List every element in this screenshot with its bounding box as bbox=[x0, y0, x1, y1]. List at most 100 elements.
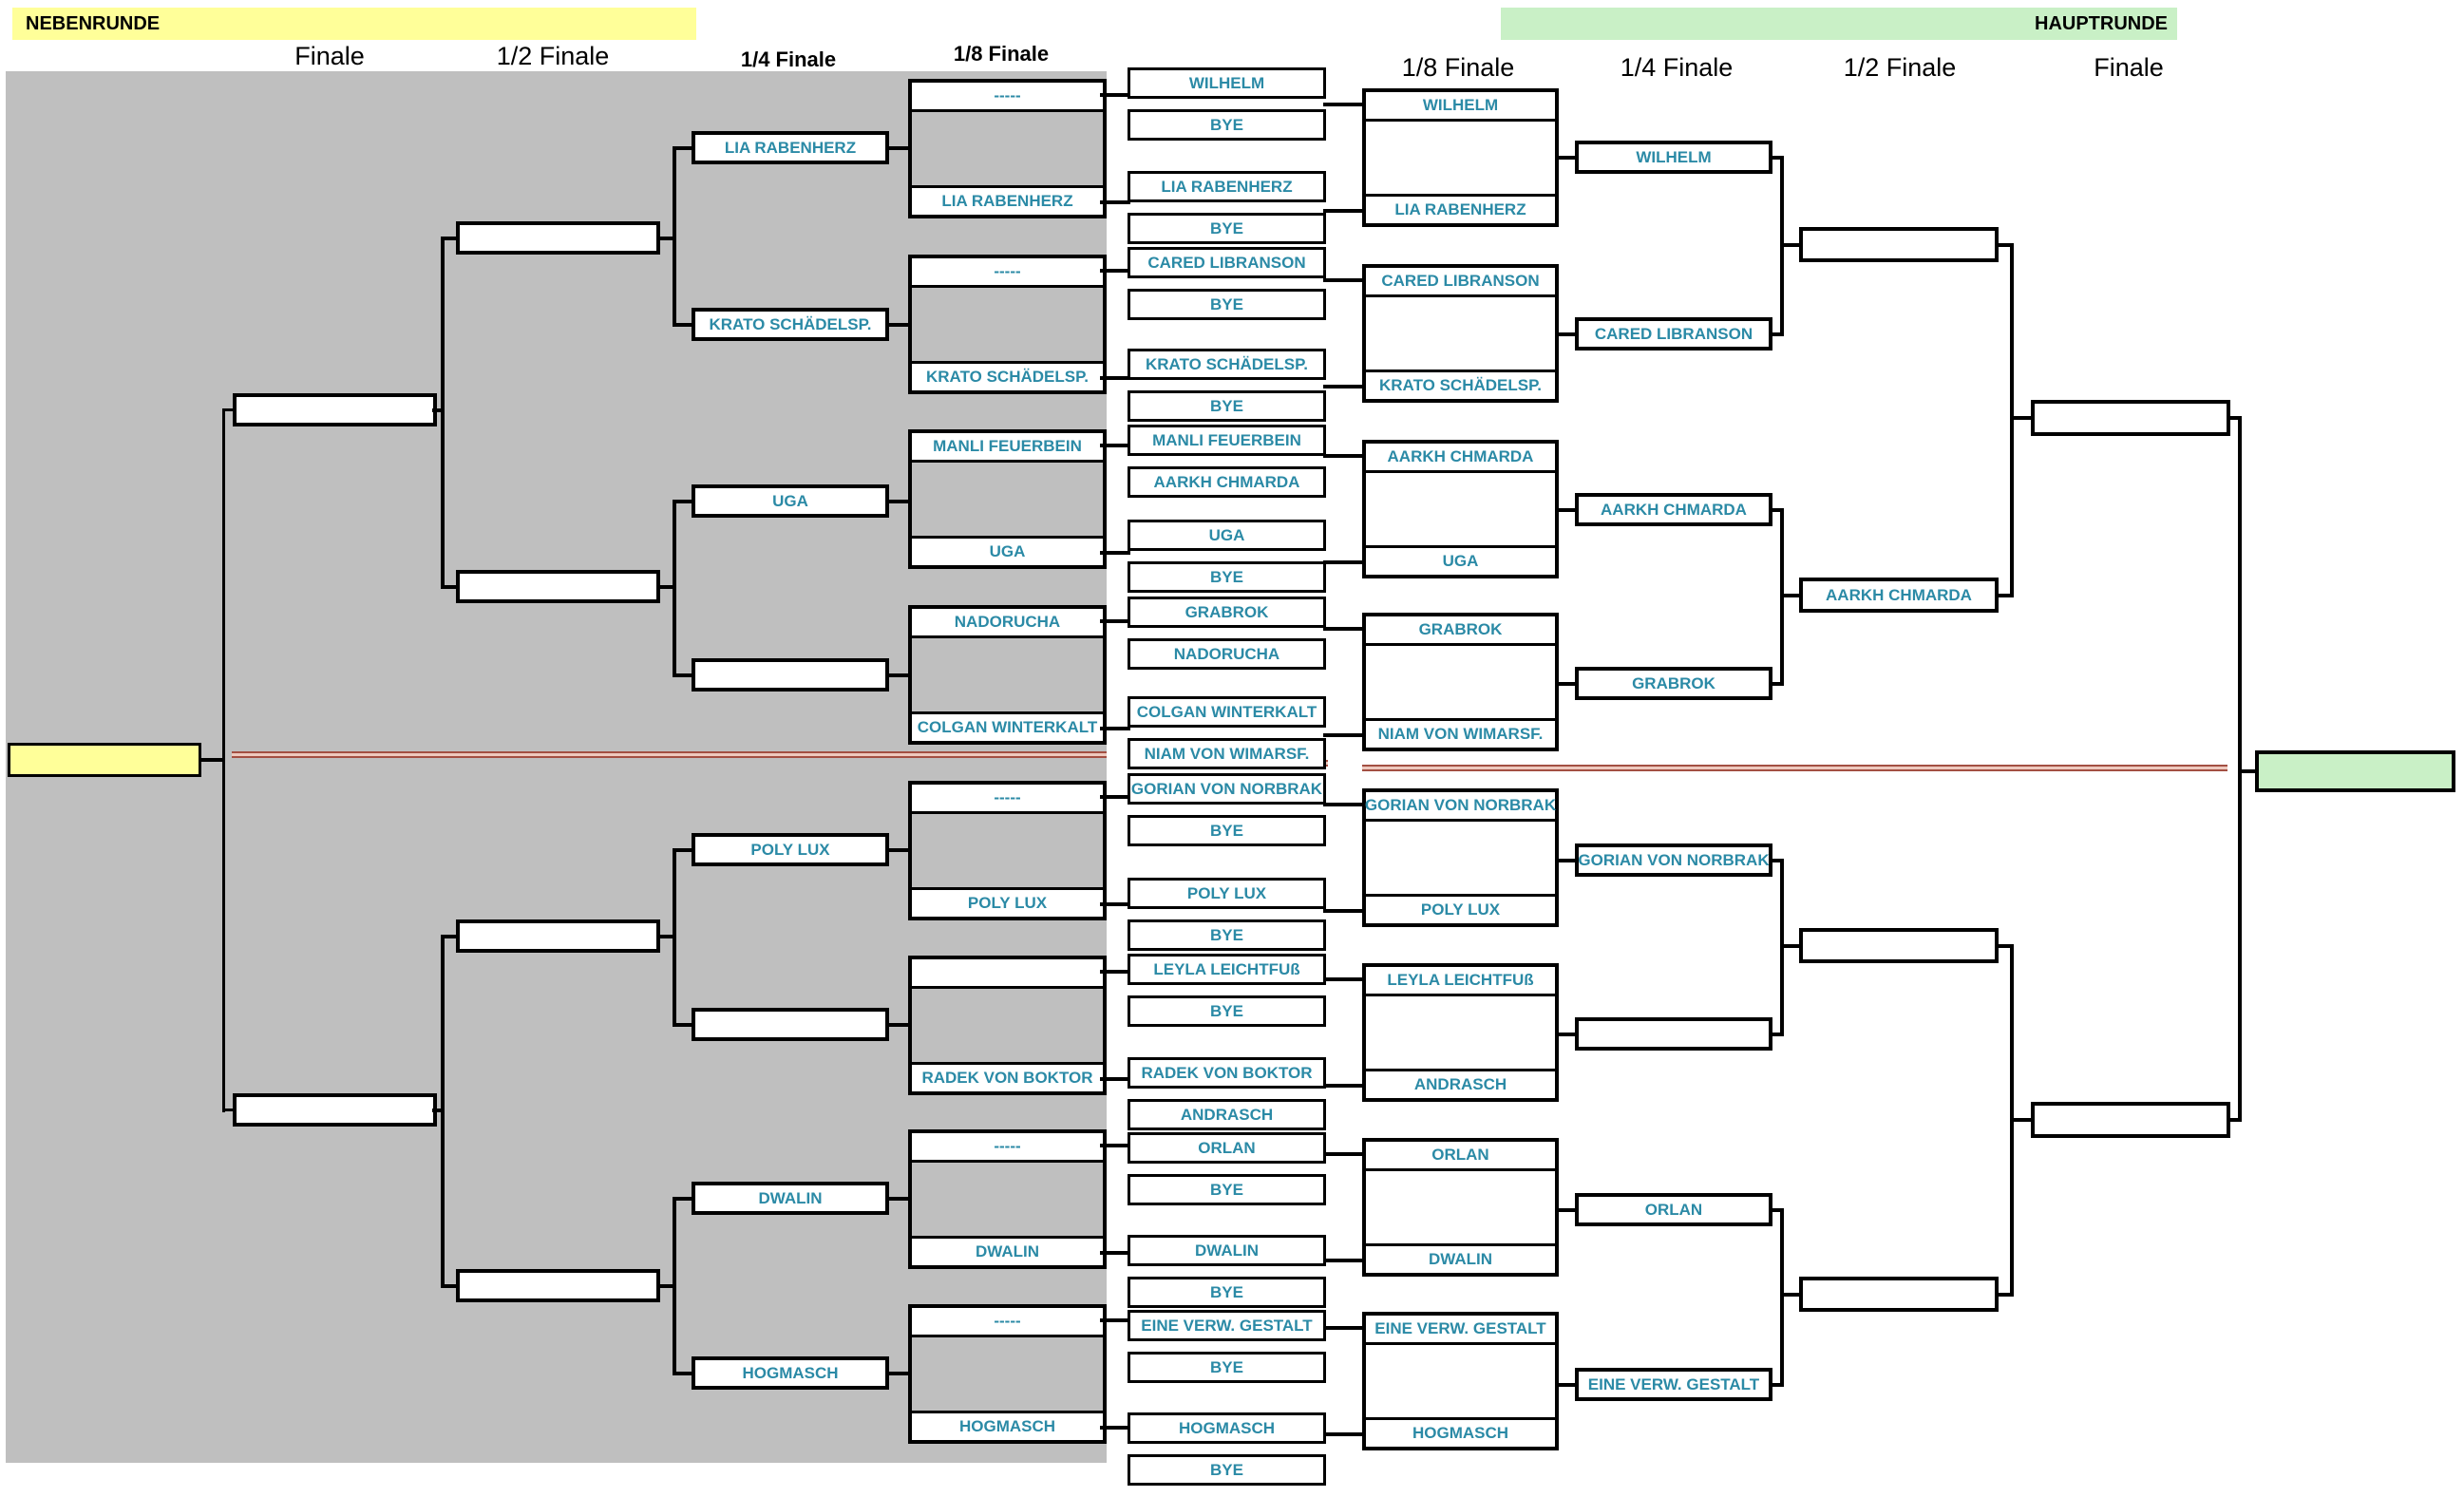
first-round-slot-p1[interactable]: DWALIN bbox=[1128, 1235, 1326, 1266]
hauptrunde-viertelfinale-slot[interactable]: WILHELM bbox=[1575, 141, 1772, 174]
nebenrunde-halbfinale-slot[interactable] bbox=[456, 919, 660, 953]
hauptrunde-finale-slot[interactable] bbox=[2031, 400, 2230, 436]
nebenrunde-viertelfinale-slot[interactable]: POLY LUX bbox=[692, 833, 889, 866]
hauptrunde-finale-slot[interactable] bbox=[2031, 1102, 2230, 1138]
nebenrunde-halbfinale-slot[interactable] bbox=[456, 570, 660, 603]
match-slot-top[interactable]: MANLI FEUERBEIN bbox=[912, 433, 1103, 463]
nebenrunde-viertelfinale-slot[interactable]: LIA RABENHERZ bbox=[692, 131, 889, 164]
match-slot-top[interactable]: CARED LIBRANSON bbox=[1366, 268, 1555, 297]
first-round-slot-p2[interactable]: AARKH CHMARDA bbox=[1128, 466, 1326, 498]
nebenrunde-viertelfinale-slot[interactable]: DWALIN bbox=[692, 1182, 889, 1215]
first-round-slot-p1[interactable]: GORIAN VON NORBRAK bbox=[1128, 773, 1326, 805]
nebenrunde-halbfinale-slot[interactable] bbox=[456, 1269, 660, 1302]
match-slot-top[interactable]: ----- bbox=[912, 785, 1103, 814]
connector-line bbox=[673, 322, 693, 327]
match-slot-top[interactable]: ----- bbox=[912, 1133, 1103, 1163]
first-round-slot-p2[interactable]: BYE bbox=[1128, 1454, 1326, 1486]
match-slot-top[interactable]: GORIAN VON NORBRAK bbox=[1365, 792, 1556, 822]
match-slot-top[interactable]: ----- bbox=[912, 258, 1103, 288]
match-slot-bottom[interactable]: POLY LUX bbox=[1366, 894, 1555, 923]
match-slot-top[interactable]: AARKH CHMARDA bbox=[1366, 444, 1555, 473]
hauptrunde-halbfinale-slot[interactable]: AARKH CHMARDA bbox=[1799, 578, 1999, 613]
nebenrunde-finale-slot[interactable] bbox=[233, 1093, 437, 1127]
nebenrunde-finale-slot[interactable] bbox=[233, 393, 437, 426]
hauptrunde-viertelfinale-slot[interactable]: GORIAN VON NORBRAK bbox=[1575, 843, 1772, 877]
match-slot-bottom[interactable]: UGA bbox=[1366, 545, 1555, 575]
match-slot-top[interactable]: EINE VERW. GESTALT bbox=[1366, 1316, 1555, 1345]
match-slot-top[interactable]: GRABROK bbox=[1366, 616, 1555, 646]
match-slot-top[interactable]: LEYLA LEICHTFUß bbox=[1366, 967, 1555, 996]
match-slot-bottom[interactable]: HOGMASCH bbox=[912, 1411, 1103, 1440]
first-round-slot-p2[interactable]: BYE bbox=[1128, 109, 1326, 141]
hauptrunde-viertelfinale-slot[interactable]: ORLAN bbox=[1575, 1193, 1772, 1226]
nebenrunde-viertelfinale-slot[interactable] bbox=[692, 1008, 889, 1041]
match-slot-bottom[interactable]: RADEK VON BOKTOR bbox=[912, 1062, 1103, 1091]
first-round-slot-p2[interactable]: BYE bbox=[1128, 1352, 1326, 1383]
connector-line bbox=[1769, 858, 1784, 862]
hauptrunde-viertelfinale-slot[interactable] bbox=[1575, 1017, 1772, 1051]
first-round-slot-p2[interactable]: BYE bbox=[1128, 919, 1326, 951]
connector-line bbox=[1100, 444, 1130, 447]
match-slot-top[interactable] bbox=[912, 959, 1103, 989]
first-round-slot-p1[interactable]: CARED LIBRANSON bbox=[1128, 247, 1326, 278]
match-slot-bottom[interactable]: ANDRASCH bbox=[1366, 1069, 1555, 1098]
hauptrunde-viertelfinale-slot[interactable]: AARKH CHMARDA bbox=[1575, 493, 1772, 526]
first-round-slot-p1[interactable]: GRABROK bbox=[1128, 597, 1326, 628]
first-round-slot-p2[interactable]: BYE bbox=[1128, 1277, 1326, 1308]
match-slot-top[interactable]: NADORUCHA bbox=[912, 609, 1103, 638]
hauptrunde-viertelfinale-slot[interactable]: EINE VERW. GESTALT bbox=[1575, 1368, 1772, 1401]
first-round-slot-p2[interactable]: ANDRASCH bbox=[1128, 1099, 1326, 1130]
hauptrunde-viertelfinale-slot[interactable]: CARED LIBRANSON bbox=[1575, 317, 1772, 351]
hauptrunde-halbfinale-slot[interactable] bbox=[1799, 227, 1999, 262]
nebenrunde-viertelfinale-slot[interactable]: UGA bbox=[692, 484, 889, 518]
match-slot-bottom[interactable]: COLGAN WINTERKALT bbox=[912, 711, 1103, 741]
first-round-slot-p1[interactable]: KRATO SCHÄDELSP. bbox=[1128, 349, 1326, 380]
hauptrunde-viertelfinale-slot[interactable]: GRABROK bbox=[1575, 667, 1772, 700]
first-round-slot-p1[interactable]: ORLAN bbox=[1128, 1132, 1326, 1164]
hauptrunde-champion-box[interactable] bbox=[2255, 750, 2455, 792]
match-slot-bottom[interactable]: NIAM VON WIMARSF. bbox=[1366, 718, 1555, 748]
match-slot-bottom[interactable]: DWALIN bbox=[1366, 1243, 1555, 1273]
first-round-slot-p1[interactable]: LEYLA LEICHTFUß bbox=[1128, 954, 1326, 985]
match-slot-bottom[interactable]: HOGMASCH bbox=[1366, 1417, 1555, 1447]
match-slot-top[interactable]: ----- bbox=[912, 1308, 1103, 1337]
first-round-slot-p1[interactable]: MANLI FEUERBEIN bbox=[1128, 425, 1326, 456]
nebenrunde-champion-box[interactable] bbox=[8, 743, 201, 777]
connector-line bbox=[673, 499, 693, 503]
connector-line bbox=[1995, 242, 2014, 247]
match-slot-bottom[interactable]: DWALIN bbox=[912, 1236, 1103, 1265]
first-round-slot-p1[interactable]: UGA bbox=[1128, 520, 1326, 551]
first-round-slot-p2[interactable]: BYE bbox=[1128, 390, 1326, 422]
first-round-slot-p1[interactable]: HOGMASCH bbox=[1128, 1412, 1326, 1444]
match-slot-bottom[interactable]: POLY LUX bbox=[912, 887, 1103, 917]
nebenrunde-viertelfinale-slot[interactable] bbox=[692, 658, 889, 692]
first-round-slot-p2[interactable]: BYE bbox=[1128, 815, 1326, 846]
hauptrunde-halbfinale-slot[interactable] bbox=[1799, 928, 1999, 963]
first-round-slot-p1[interactable]: LIA RABENHERZ bbox=[1128, 171, 1326, 202]
first-round-slot-p2[interactable]: BYE bbox=[1128, 995, 1326, 1027]
first-round-slot-p2[interactable]: BYE bbox=[1128, 1174, 1326, 1205]
match-slot-top[interactable]: ----- bbox=[912, 83, 1103, 112]
first-round-slot-p2[interactable]: NIAM VON WIMARSF. bbox=[1128, 738, 1326, 769]
first-round-slot-p1[interactable]: RADEK VON BOKTOR bbox=[1128, 1057, 1326, 1089]
match-slot-bottom[interactable]: KRATO SCHÄDELSP. bbox=[1366, 370, 1555, 399]
match-slot-bottom[interactable]: KRATO SCHÄDELSP. bbox=[912, 361, 1103, 390]
first-round-slot-p1[interactable]: WILHELM bbox=[1128, 67, 1326, 99]
first-round-slot-p1[interactable]: POLY LUX bbox=[1128, 878, 1326, 909]
connector-line bbox=[1769, 507, 1784, 512]
first-round-slot-p2[interactable]: BYE bbox=[1128, 289, 1326, 320]
first-round-slot-p2[interactable]: BYE bbox=[1128, 213, 1326, 244]
first-round-slot-p1[interactable]: EINE VERW. GESTALT bbox=[1128, 1310, 1326, 1341]
nebenrunde-halbfinale-slot[interactable] bbox=[456, 221, 660, 255]
match-slot-top[interactable]: WILHELM bbox=[1366, 92, 1555, 122]
match-slot-bottom[interactable]: LIA RABENHERZ bbox=[1366, 194, 1555, 223]
first-round-slot-p2[interactable]: BYE bbox=[1128, 561, 1326, 593]
match-slot-top[interactable]: ORLAN bbox=[1366, 1142, 1555, 1171]
hauptrunde-halbfinale-slot[interactable] bbox=[1799, 1277, 1999, 1312]
nebenrunde-viertelfinale-slot[interactable]: KRATO SCHÄDELSP. bbox=[692, 308, 889, 341]
match-slot-bottom[interactable]: UGA bbox=[912, 536, 1103, 565]
first-round-slot-p2[interactable]: NADORUCHA bbox=[1128, 638, 1326, 670]
match-slot-bottom[interactable]: LIA RABENHERZ bbox=[912, 185, 1103, 215]
nebenrunde-viertelfinale-slot[interactable]: HOGMASCH bbox=[692, 1356, 889, 1390]
first-round-slot-p1[interactable]: COLGAN WINTERKALT bbox=[1128, 696, 1326, 728]
